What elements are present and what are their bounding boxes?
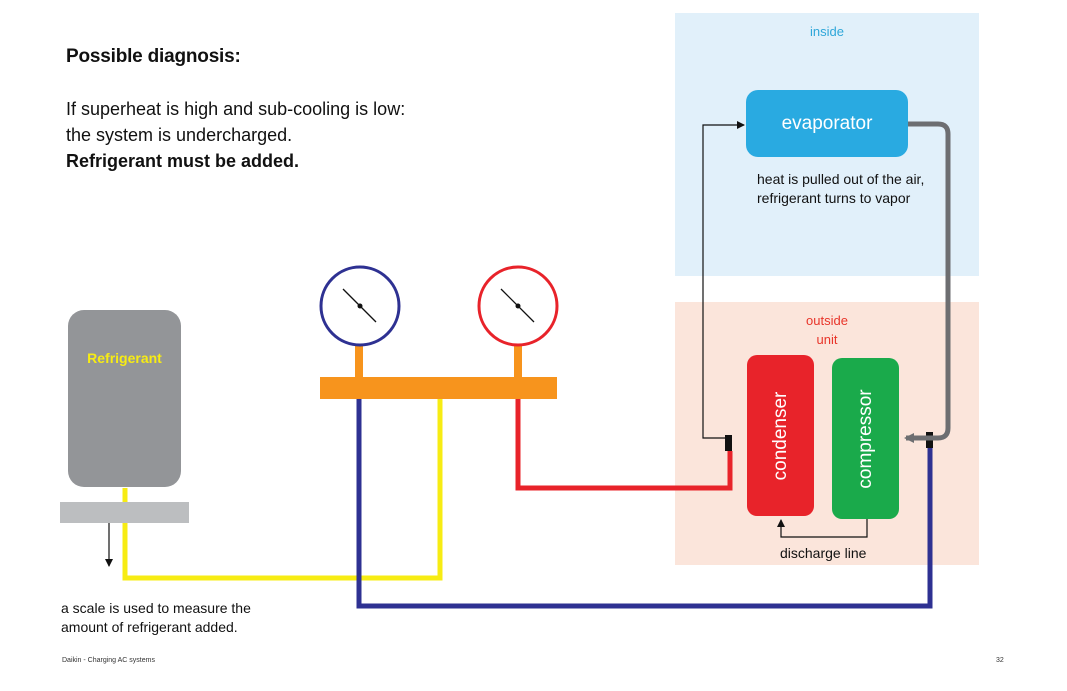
liquid-line-arrow (702, 121, 745, 439)
compressor-label: compressor (854, 388, 876, 489)
low-gauge-stem (355, 344, 363, 378)
diagnosis-conclusion: Refrigerant must be added. (66, 151, 300, 171)
footer-title: Daikin - Charging AC systems (62, 657, 155, 664)
discharge-line-label: discharge line (780, 545, 867, 561)
diagnosis-text: If superheat is high and sub-cooling is … (66, 96, 405, 174)
scale-note: a scale is used to measure the amount of… (61, 599, 251, 637)
charging-hose (122, 399, 443, 581)
outside-label-line-2: unit (816, 332, 838, 347)
evaporator-note-line-1: heat is pulled out of the air, (757, 171, 925, 187)
evaporator-label: evaporator (781, 112, 873, 134)
low-pressure-gauge (319, 265, 401, 347)
high-pressure-gauge (477, 265, 559, 347)
condenser-unit: condenser (747, 355, 814, 516)
inside-label: inside (810, 24, 844, 39)
suction-line-arrow (904, 121, 951, 443)
evaporator-unit: evaporator (746, 90, 908, 157)
compressor-unit: compressor (832, 358, 899, 519)
diagnosis-line-1: If superheat is high and sub-cooling is … (66, 99, 406, 119)
evaporator-note: heat is pulled out of the air, refrigera… (757, 170, 924, 208)
scale-note-line-2: amount of refrigerant added. (61, 619, 238, 635)
refrigerant-tank-label: Refrigerant (87, 350, 162, 366)
evaporator-note-line-2: refrigerant turns to vapor (757, 190, 911, 206)
high-side-hose (515, 399, 733, 491)
diagnosis-line-2: the system is undercharged. (66, 125, 293, 145)
page-number: 32 (996, 657, 1004, 664)
outside-unit-label: outside unit (777, 311, 877, 349)
manifold-bar (320, 377, 557, 399)
outside-label-line-1: outside (806, 313, 848, 328)
high-gauge-stem (514, 344, 522, 378)
condenser-label: condenser (769, 391, 791, 480)
high-side-service-port (725, 435, 732, 451)
low-side-hose (356, 399, 933, 609)
refrigerant-tank: Refrigerant (68, 310, 181, 487)
weighing-scale (60, 502, 189, 523)
scale-note-line-1: a scale is used to measure the (61, 600, 251, 616)
page-heading: Possible diagnosis: (66, 46, 241, 67)
discharge-line-arrow (777, 519, 868, 538)
